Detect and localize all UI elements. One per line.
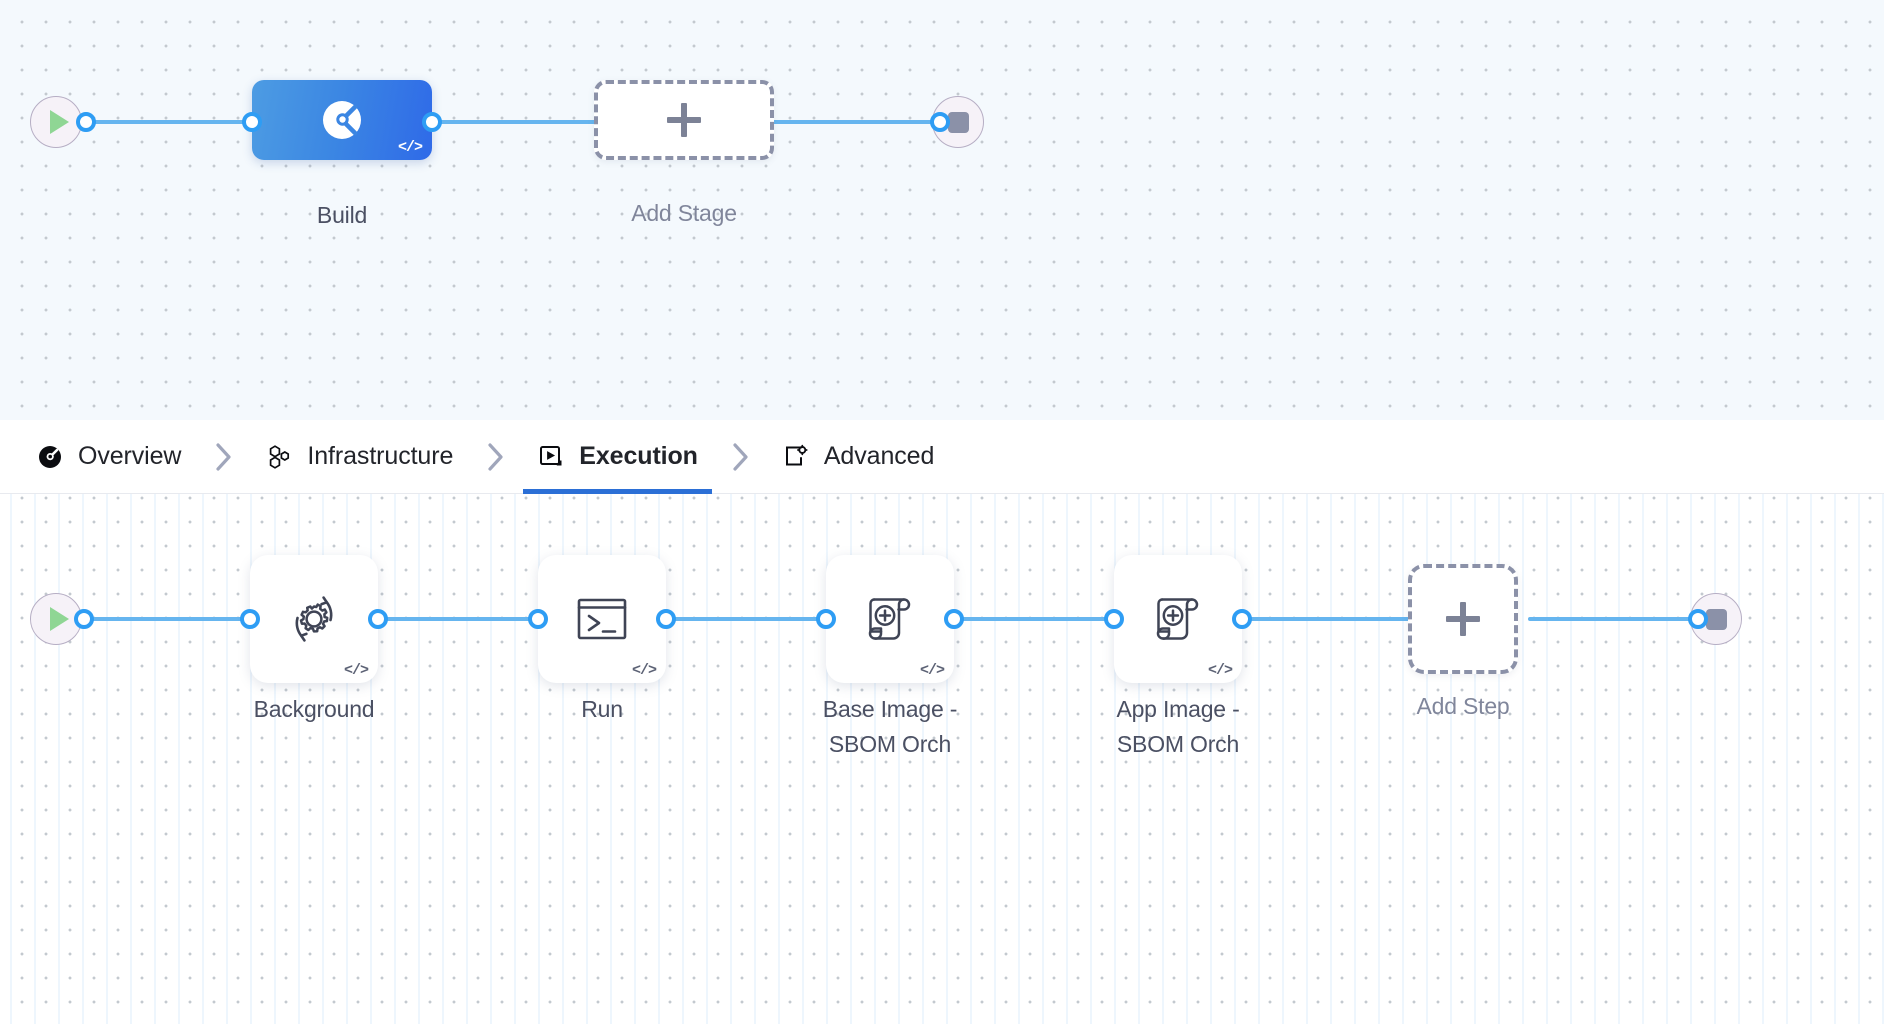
step-start-node[interactable] bbox=[30, 593, 82, 645]
gear-refresh-icon bbox=[295, 596, 333, 642]
play-box-icon bbox=[537, 443, 565, 471]
stage-config-tabs: Overview Infrastructure bbox=[0, 420, 1884, 494]
build-code-badge[interactable]: </> bbox=[397, 139, 423, 156]
scroll-plus-icon bbox=[1156, 598, 1199, 640]
step-edge-background-to-run bbox=[372, 617, 552, 621]
step-node-background[interactable]: </> bbox=[250, 555, 378, 683]
step-edge-appimage-to-addstep bbox=[1236, 617, 1416, 621]
plus-icon bbox=[1446, 602, 1480, 636]
build-output-port[interactable] bbox=[422, 112, 442, 132]
background-code-badge[interactable]: </> bbox=[343, 662, 369, 679]
step-node-background-label: Background bbox=[253, 696, 375, 722]
add-stage-label: Add Stage bbox=[631, 200, 737, 226]
hexagon-cluster-icon bbox=[265, 443, 293, 471]
baseimage-input-port[interactable] bbox=[816, 609, 836, 629]
step-node-run-label: Run bbox=[581, 696, 623, 722]
step-node-base-image-label: Base Image - SBOM Orch bbox=[822, 696, 958, 757]
stage-node-build[interactable]: </> bbox=[252, 80, 432, 160]
add-stage-node[interactable] bbox=[594, 80, 774, 160]
play-icon bbox=[49, 607, 69, 631]
appimage-input-port[interactable] bbox=[1104, 609, 1124, 629]
tab-overview[interactable]: Overview bbox=[22, 420, 195, 494]
stop-icon bbox=[947, 111, 969, 133]
pipeline-stage-canvas[interactable]: </> Build Add Stage bbox=[0, 0, 1884, 420]
appimage-code-badge[interactable]: </> bbox=[1207, 662, 1233, 679]
step-start-output-port[interactable] bbox=[74, 609, 94, 629]
step-node-base-image[interactable]: </> bbox=[826, 555, 954, 683]
stop-icon bbox=[1705, 608, 1727, 630]
stage-node-build-label: Build bbox=[316, 202, 368, 228]
plus-icon bbox=[667, 103, 701, 137]
pipeline-step-canvas[interactable]: </> Background </> Run bbox=[0, 494, 1884, 1024]
tab-advanced[interactable]: Advanced bbox=[768, 420, 948, 494]
tab-infrastructure[interactable]: Infrastructure bbox=[251, 420, 467, 494]
scroll-plus-icon bbox=[868, 598, 911, 640]
ci-build-icon bbox=[322, 101, 362, 139]
step-edge-run-to-baseimage bbox=[660, 617, 840, 621]
stage-end-input-port[interactable] bbox=[930, 112, 950, 132]
build-input-port[interactable] bbox=[242, 112, 262, 132]
chevron-right-icon bbox=[712, 441, 768, 473]
add-step-label: Add Step bbox=[1416, 693, 1510, 719]
page-gear-icon bbox=[782, 443, 810, 471]
terminal-icon bbox=[577, 598, 627, 640]
harness-overview-icon bbox=[36, 443, 64, 471]
tab-execution[interactable]: Execution bbox=[523, 420, 712, 494]
background-output-port[interactable] bbox=[368, 609, 388, 629]
chevron-right-icon bbox=[467, 441, 523, 473]
step-end-input-port[interactable] bbox=[1688, 609, 1708, 629]
tab-execution-label: Execution bbox=[579, 442, 698, 470]
appimage-output-port[interactable] bbox=[1232, 609, 1252, 629]
tab-overview-label: Overview bbox=[78, 442, 182, 470]
stage-edge-build-to-addstage bbox=[424, 120, 604, 124]
stage-edge-start-to-build bbox=[86, 120, 266, 124]
step-edge-baseimage-to-appimage bbox=[948, 617, 1128, 621]
add-step-node[interactable] bbox=[1408, 564, 1518, 674]
run-code-badge[interactable]: </> bbox=[631, 662, 657, 679]
step-node-run[interactable]: </> bbox=[538, 555, 666, 683]
step-edge-addstep-to-end bbox=[1528, 617, 1708, 621]
background-input-port[interactable] bbox=[240, 609, 260, 629]
run-input-port[interactable] bbox=[528, 609, 548, 629]
baseimage-output-port[interactable] bbox=[944, 609, 964, 629]
tab-infrastructure-label: Infrastructure bbox=[307, 442, 454, 470]
step-node-app-image-label: App Image - SBOM Orch bbox=[1116, 696, 1240, 757]
tab-advanced-label: Advanced bbox=[823, 442, 935, 470]
stage-start-output-port[interactable] bbox=[76, 112, 96, 132]
run-output-port[interactable] bbox=[656, 609, 676, 629]
play-icon bbox=[49, 110, 69, 134]
stage-edge-addstage-to-end bbox=[772, 120, 952, 124]
step-edge-start-to-background bbox=[84, 617, 264, 621]
baseimage-code-badge[interactable]: </> bbox=[919, 662, 945, 679]
stage-start-node[interactable] bbox=[30, 96, 82, 148]
chevron-right-icon bbox=[195, 441, 251, 473]
step-node-app-image[interactable]: </> bbox=[1114, 555, 1242, 683]
